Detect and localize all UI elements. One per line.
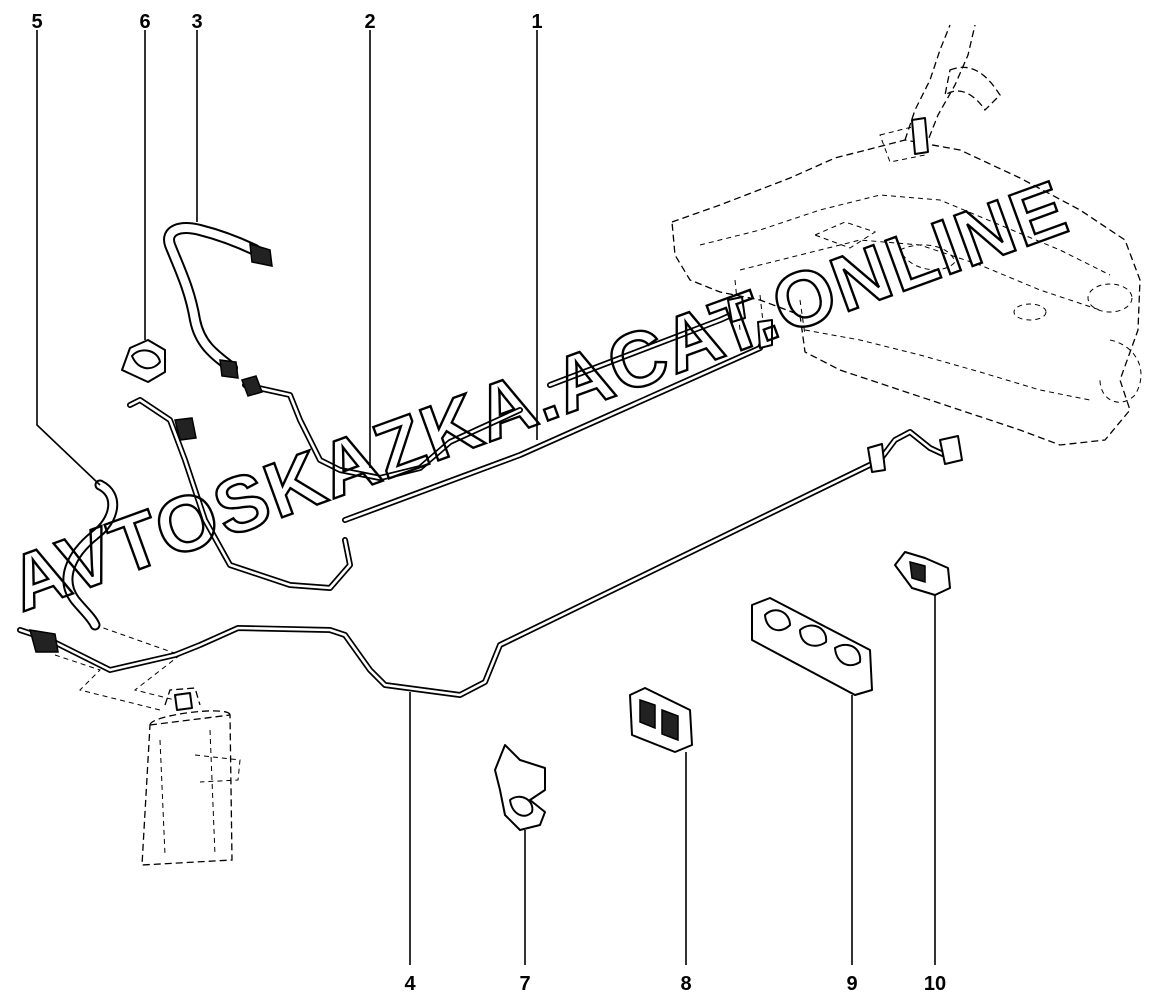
callout-9: 9 [846, 973, 857, 995]
charcoal-canister-ghost [54, 624, 241, 866]
callout-1: 1 [531, 11, 542, 33]
callout-3: 3 [191, 11, 202, 33]
clip-7 [494, 744, 546, 831]
hose-3 [163, 222, 273, 379]
multi-clip-9 [751, 597, 873, 696]
fuel-pipe-loop [127, 397, 353, 591]
clip-10 [894, 551, 951, 596]
callout-5: 5 [31, 11, 42, 33]
callout-10: 10 [924, 973, 946, 995]
clip-6 [121, 339, 166, 383]
leader-lines [36, 30, 936, 965]
callout-8: 8 [680, 973, 691, 995]
fuel-pipe-1 [342, 296, 773, 523]
fuel-tank-ghost [671, 24, 1142, 446]
fuel-pipe-2 [241, 375, 523, 481]
callout-6: 6 [139, 11, 150, 33]
leader-5 [36, 30, 101, 486]
fuel-pipe-4 [17, 429, 963, 698]
double-clip-8 [629, 687, 693, 753]
callout-7: 7 [519, 973, 530, 995]
hose-5 [62, 479, 119, 631]
callout-4: 4 [404, 973, 416, 995]
callout-numbers: 1 2 3 4 5 6 7 8 9 10 [31, 11, 946, 995]
callout-2: 2 [364, 11, 375, 33]
